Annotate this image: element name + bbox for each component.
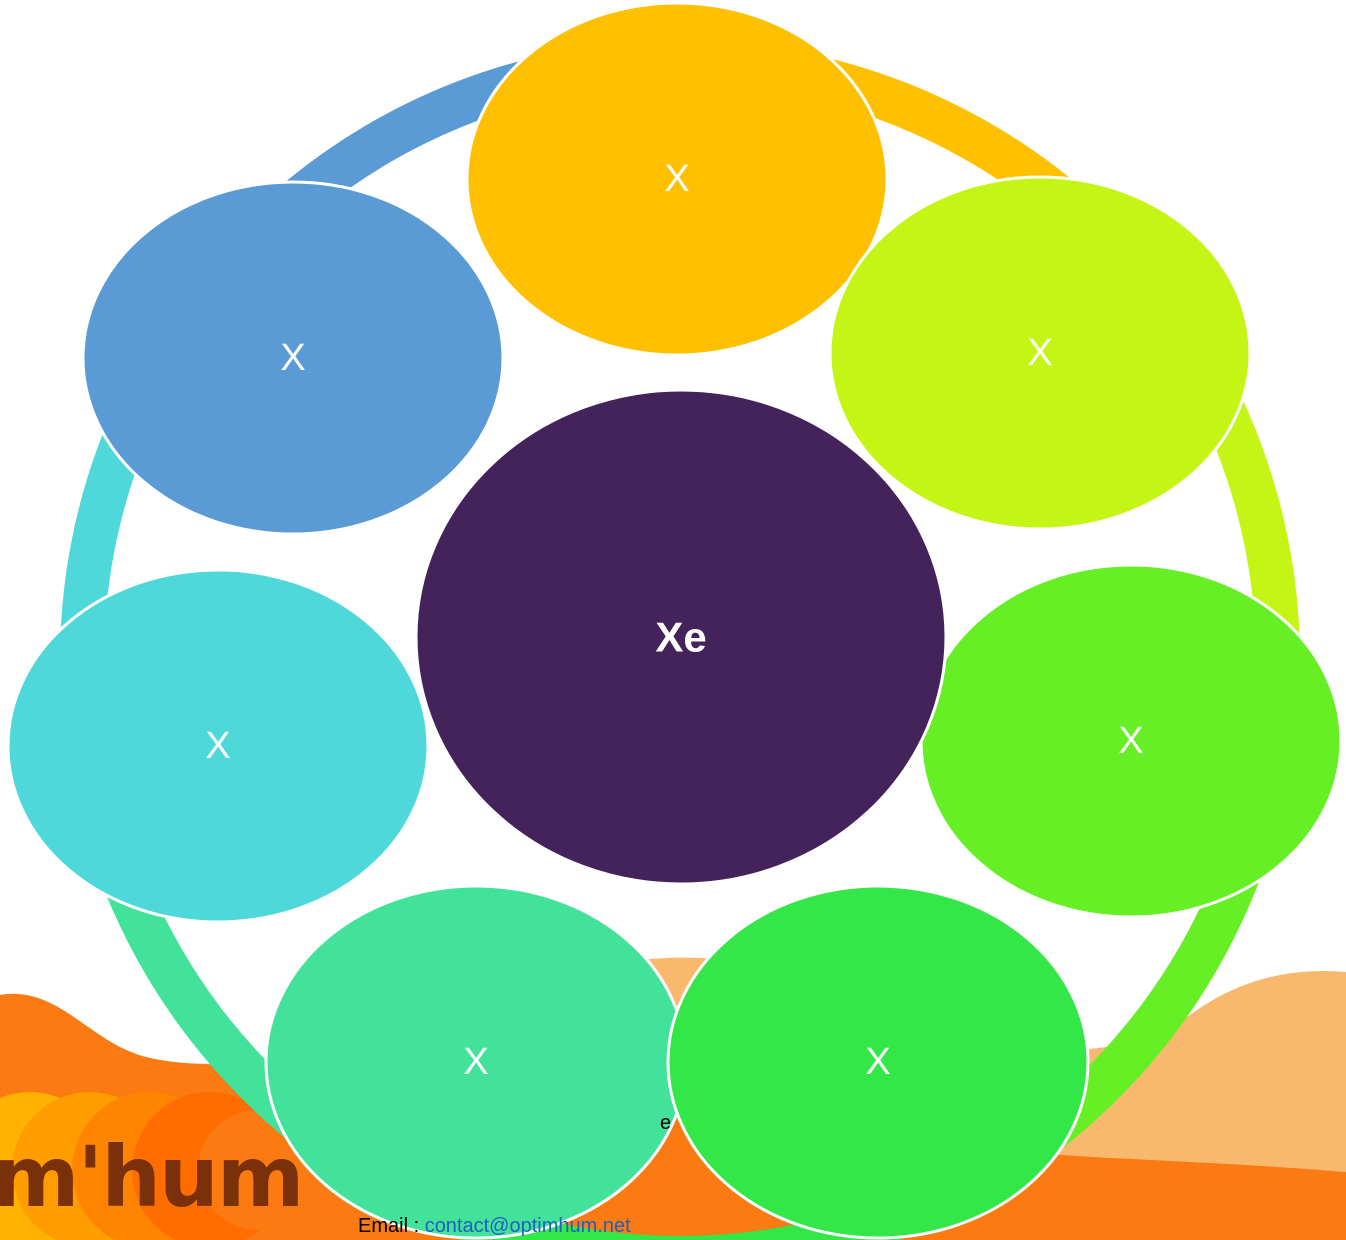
bubble-left-label: X — [205, 725, 230, 767]
bubble-lower-right-label: X — [865, 1041, 890, 1083]
bubble-top-label: X — [664, 158, 689, 200]
footer-email-line: Email : contact@optimhum.net — [358, 1215, 631, 1238]
bubble-lower-right: X — [668, 886, 1088, 1238]
email-label: Email : — [358, 1215, 425, 1237]
bubble-lower-left: X — [266, 886, 686, 1238]
bubble-top: X — [467, 3, 887, 355]
email-link[interactable]: contact@optimhum.net — [425, 1215, 631, 1237]
bubble-left: X — [8, 570, 428, 922]
center-bubble-label: Xe — [655, 614, 706, 661]
footer-clipped-text: e — [660, 1112, 671, 1135]
bubble-right-label: X — [1118, 720, 1143, 762]
bubble-upper-left-label: X — [280, 337, 305, 379]
logo-text: m'hum — [0, 1128, 302, 1226]
bubble-upper-right: X — [830, 177, 1250, 529]
bubble-upper-left: X — [83, 182, 503, 534]
center-bubble: Xe — [416, 390, 946, 884]
bubble-right: X — [921, 565, 1341, 917]
bubble-upper-right-label: X — [1027, 332, 1052, 374]
bubble-lower-left-label: X — [463, 1041, 488, 1083]
